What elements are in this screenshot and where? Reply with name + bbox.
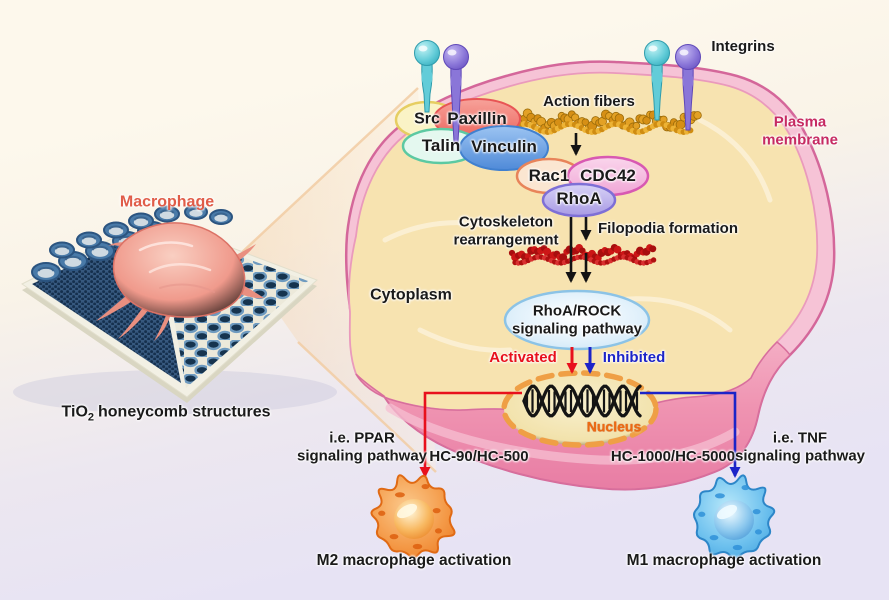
rhoa-rock-shape	[503, 289, 651, 351]
vinculin-label: Vinculin	[471, 136, 537, 156]
arrows	[565, 133, 592, 283]
integrin-icon	[675, 44, 701, 131]
paxillin-label: Paxillin	[447, 108, 507, 128]
tnf-pathway-label: i.e. TNF signaling pathway	[735, 429, 865, 464]
macrophage-label: Macrophage	[119, 193, 215, 211]
rhoa-label: RhoA	[556, 188, 602, 208]
integrin-icon	[644, 40, 670, 121]
vinculin-shape	[459, 125, 549, 171]
tio2-suffix: honeycomb structures	[98, 403, 271, 421]
activated-label: Activated	[489, 349, 557, 367]
rhoa-rock-label: RhoA/ROCK signaling pathway	[512, 302, 642, 337]
cytoskeleton-line2: rearrangement	[453, 231, 559, 248]
nucleus-label: Nucleus	[586, 418, 642, 435]
m1-macrophage-icon	[693, 474, 776, 560]
plasma-membrane-label: Plasma membrane	[762, 113, 838, 148]
rhoa-rock-line2: signaling pathway	[511, 320, 643, 337]
cytoskeleton-label: Cytoskeleton rearrangement	[453, 213, 558, 248]
rhoa-rock-line1: RhoA/ROCK	[532, 302, 622, 320]
tnf-line2: signaling pathway	[734, 447, 866, 464]
hc90-hc500-label: HC-90/HC-500	[429, 448, 529, 466]
gtpase-complex	[515, 155, 650, 218]
action-fibers-label: Action fibers	[543, 93, 635, 111]
integrin-icon	[443, 44, 469, 143]
tio2-prefix: TiO	[61, 403, 88, 421]
cytoskeleton-line1: Cytoskeleton	[458, 213, 554, 231]
integrins-label: Integrins	[711, 38, 775, 56]
m2-macrophage-icon	[370, 474, 456, 559]
integrin-icons	[414, 40, 701, 143]
inhibited-label: Inhibited	[602, 349, 666, 367]
plasma-membrane-line1: Plasma	[773, 113, 827, 131]
rhoa-shape	[541, 182, 617, 218]
m2-pathway-line	[419, 391, 522, 478]
cytoplasm-label: Cytoplasm	[370, 286, 452, 304]
dna-helix-icon	[522, 384, 642, 418]
rac1-label: Rac1	[528, 165, 570, 185]
ppar-line2: signaling pathway	[296, 447, 428, 464]
integrin-icon	[414, 40, 440, 113]
hc1000-hc5000-label: HC-1000/HC-5000	[610, 448, 736, 466]
cytoplasm-streaks	[382, 117, 773, 353]
m1-pathway-line	[640, 391, 741, 478]
ppar-line1: i.e. PPAR	[329, 429, 395, 447]
macrophage-3d	[96, 222, 264, 341]
cdc42-label: CDC42	[580, 165, 636, 185]
m2-activation-label: M2 macrophage activation	[316, 551, 512, 569]
filopodia-label: Filopodia formation	[598, 220, 738, 238]
filopodia-fiber-icon	[508, 243, 657, 266]
plasma-membrane-line2: membrane	[762, 131, 838, 148]
tio2-subscript: 2	[87, 411, 95, 424]
m1-activation-label: M1 macrophage activation	[626, 551, 822, 569]
src-label: Src	[414, 110, 440, 128]
talin-label: Talin	[421, 135, 461, 155]
edge-rings	[31, 204, 233, 282]
ppar-pathway-label: i.e. PPAR signaling pathway	[297, 429, 427, 464]
membrane-highlight	[385, 403, 740, 465]
tnf-line1: i.e. TNF	[772, 429, 828, 447]
